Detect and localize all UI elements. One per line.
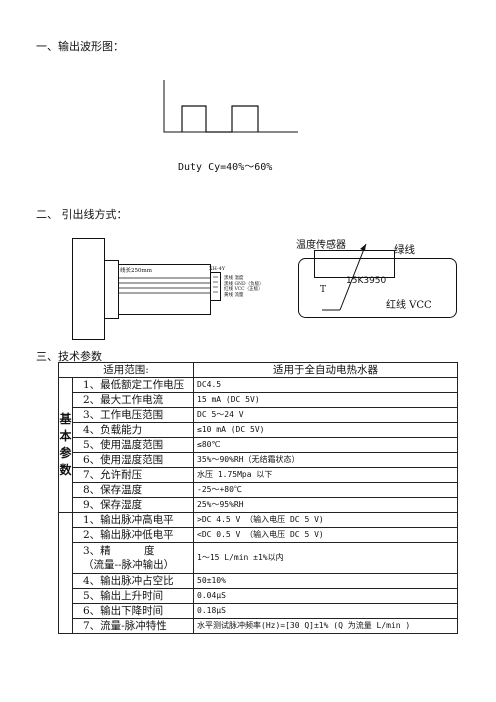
wire-legend: 黑线 温度 黑线 GND（负极） 红线 VCC（正极） 黄线 流量 (224, 276, 264, 298)
header-scope-label: 适用范围: (57, 362, 195, 378)
row-value: ≤80℃ (193, 437, 458, 453)
row-label: 2、最大工作电流 (71, 392, 195, 408)
row-value: DC 5～24 V (193, 407, 458, 423)
row-value: 水压 1.75Mpa 以下 (193, 467, 458, 483)
row-label: 6、输出下降时间 (71, 603, 195, 619)
wire-row: 黄线 流量 (224, 292, 244, 298)
table-row: 7、流量-脉冲特性水平测试脉冲频率(Hz)=[30 Q]±1% (Q 为流量 L… (59, 618, 458, 634)
green-wire-label: 绿线 (394, 244, 415, 256)
table-header-row: 适用范围: 适用于全自动电热水器 (57, 362, 458, 378)
row-label: 2、输出脉冲低电平 (71, 527, 195, 543)
row-label: 5、输出上升时间 (71, 588, 195, 604)
table-row: 基 本 参 数 1、最低额定工作电压 DC4.5 (58, 377, 458, 513)
row-label: 1、输出脉冲高电平 (71, 512, 195, 528)
spec-table: 适用范围: 适用于全自动电热水器 基 本 参 数 1、最低额定工作电压 DC4.… (57, 362, 458, 634)
table-row: 3、精 度（流量--脉冲输出） 1～15 L/min ±1%以内 (59, 542, 458, 574)
wire-row: 红线 VCC（正极） (224, 287, 263, 292)
pulse-waveform (163, 80, 298, 133)
section-title-waveform: 一、输出波形图： (36, 40, 124, 53)
table-row: 7、允许耐压水压 1.75Mpa 以下 (59, 467, 458, 483)
section-title-wiring: 二、 引出线方式： (36, 208, 128, 221)
table-row: 2、输出脉冲低电平<DC 0.5 V （输入电压 DC 5 V) (59, 527, 458, 543)
row-value: 0.18μS (193, 603, 458, 619)
row-value: 50±10% (193, 573, 458, 589)
section-title-specs: 三、技术参数 (36, 350, 102, 363)
row-label: 7、允许耐压 (71, 467, 195, 483)
row-value: 25%～95%RH (193, 497, 458, 513)
row-value: <DC 0.5 V （输入电压 DC 5 V) (193, 527, 458, 543)
row-label: 9、保存湿度 (71, 497, 195, 513)
group-label-output (58, 512, 73, 634)
wiring-diagram-left: 线长250mm XH-4Y 黑线 温度 黑线 GND（负极） 红线 VCC（正极… (72, 238, 302, 340)
table-row: 1、输出脉冲高电平 >DC 4.5 V （输入电压 DC 5 V) (58, 512, 458, 634)
row-value: >DC 4.5 V （输入电压 DC 5 V) (193, 512, 458, 528)
t-marker: T (320, 285, 327, 295)
row-value: ≤10 mA (DC 5V) (193, 422, 458, 438)
connector-label: XH-4Y (209, 266, 226, 272)
temperature-sensor-label: 温度传感器 (296, 240, 346, 251)
row-label: 1、最低额定工作电压 (71, 377, 195, 393)
pulse-signal (181, 105, 259, 133)
table-row: 5、使用温度范围≤80℃ (59, 437, 458, 453)
sensor-housing-right (298, 258, 457, 318)
row-value: -25～+80℃ (193, 482, 458, 498)
row-value: 水平测试脉冲频率(Hz)=[30 Q]±1% (Q 为流量 L/min ) (193, 618, 458, 634)
cable-length-label: 线长250mm (120, 268, 152, 274)
row-label: 4、负载能力 (71, 422, 195, 438)
wire-row: 黑线 温度 (224, 276, 244, 281)
row-value: 15 mA (DC 5V) (193, 392, 458, 408)
thermistor-spec: 15K3950 (346, 276, 387, 286)
duty-cycle-caption: Duty Cy=40%～60% (178, 162, 273, 173)
table-row: 8、保存温度-25～+80℃ (59, 482, 458, 498)
sensor-body (72, 238, 105, 340)
row-value: 35%～90%RH（无结霜状态） (193, 452, 458, 468)
sensor-housing (104, 260, 119, 319)
row-label: 8、保存温度 (71, 482, 195, 498)
table-row: 4、负载能力≤10 mA (DC 5V) (59, 422, 458, 438)
row-label: 6、使用湿度范围 (71, 452, 195, 468)
row-value: 1～15 L/min ±1%以内 (193, 542, 458, 574)
row-label: 3、精 度（流量--脉冲输出） (71, 542, 195, 574)
wiring-diagram-right: 温度传感器 绿线 15K3950 T 红线 VCC (296, 232, 461, 342)
row-label: 7、流量-脉冲特性 (71, 618, 195, 634)
row-value: 0.04μS (193, 588, 458, 604)
header-scope-value: 适用于全自动电热水器 (193, 362, 458, 378)
row-label: 3、工作电压范围 (71, 407, 195, 423)
wire-row: 黑线 GND（负极） (224, 281, 264, 287)
waveform-diagram (163, 80, 298, 133)
connector (210, 272, 221, 301)
row-label: 5、使用温度范围 (71, 437, 195, 453)
row-label: 4、输出脉冲占空比 (71, 573, 195, 589)
row-value: DC4.5 (193, 377, 458, 393)
group-label-basic: 基 本 参 数 (58, 377, 73, 513)
red-wire-vcc-label: 红线 VCC (386, 300, 432, 311)
thermistor-body (314, 250, 395, 278)
